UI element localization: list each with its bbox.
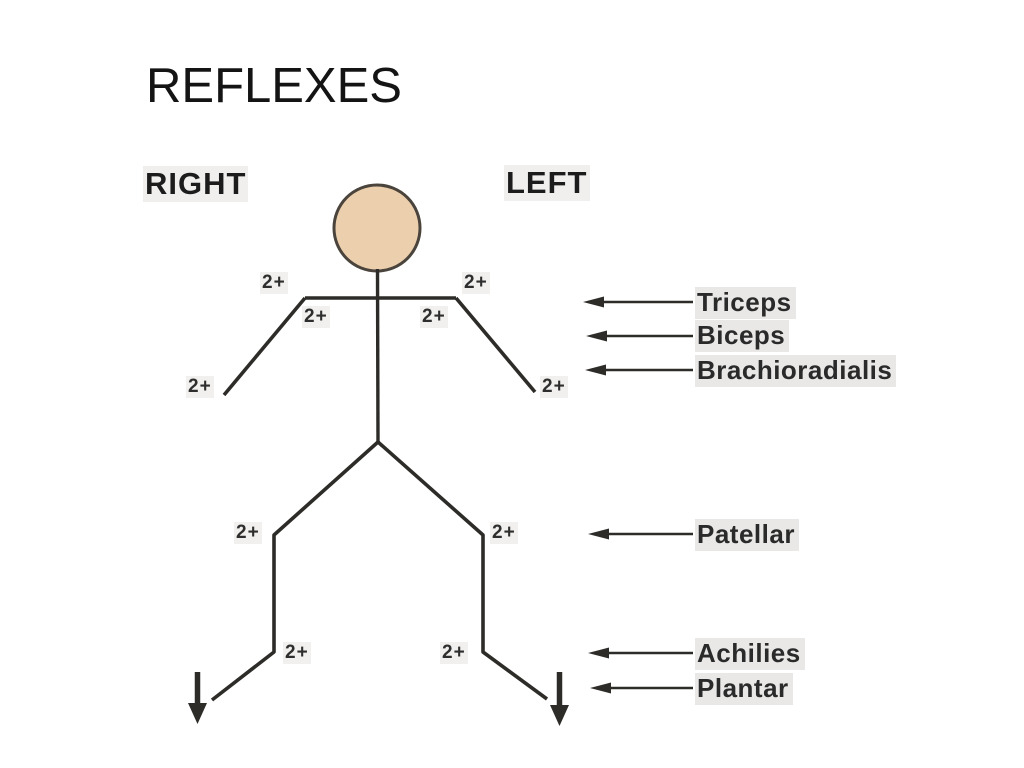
score-right-patellar: 2+ — [234, 522, 262, 544]
down-arrow-left-foot — [550, 672, 569, 726]
patellar-arrow — [588, 528, 693, 540]
down-arrow-right-foot — [188, 672, 207, 724]
biceps-arrow — [586, 330, 693, 342]
score-left-achilles: 2+ — [440, 642, 468, 664]
plantar-arrow — [590, 682, 693, 694]
score-left-patellar: 2+ — [490, 522, 518, 544]
label-brachioradialis: Brachioradialis — [695, 355, 897, 387]
left-side-label: LEFT — [504, 165, 590, 201]
score-right-triceps: 2+ — [260, 272, 288, 294]
label-triceps: Triceps — [695, 287, 796, 319]
left-leg-line — [376, 440, 549, 701]
triceps-arrow — [583, 296, 693, 308]
left-arm-line — [454, 296, 537, 394]
label-biceps: Biceps — [695, 320, 790, 352]
score-right-achilles: 2+ — [283, 642, 311, 664]
score-left-triceps: 2+ — [462, 272, 490, 294]
label-plantar: Plantar — [695, 673, 793, 705]
right-side-label: RIGHT — [143, 166, 249, 202]
label-achilles: Achilies — [695, 638, 805, 670]
brachioradialis-arrow — [585, 364, 693, 376]
head — [332, 183, 422, 273]
score-right-brachioradialis: 2+ — [186, 376, 214, 398]
label-patellar: Patellar — [695, 519, 799, 551]
score-right-biceps: 2+ — [302, 306, 330, 328]
score-left-biceps: 2+ — [420, 306, 448, 328]
right-arm-line — [222, 296, 307, 397]
slide-title: REFLEXES — [146, 59, 402, 113]
torso-line — [375, 268, 380, 443]
right-leg-line — [210, 440, 380, 702]
achilles-arrow — [588, 647, 693, 659]
score-left-brachioradialis: 2+ — [540, 376, 568, 398]
